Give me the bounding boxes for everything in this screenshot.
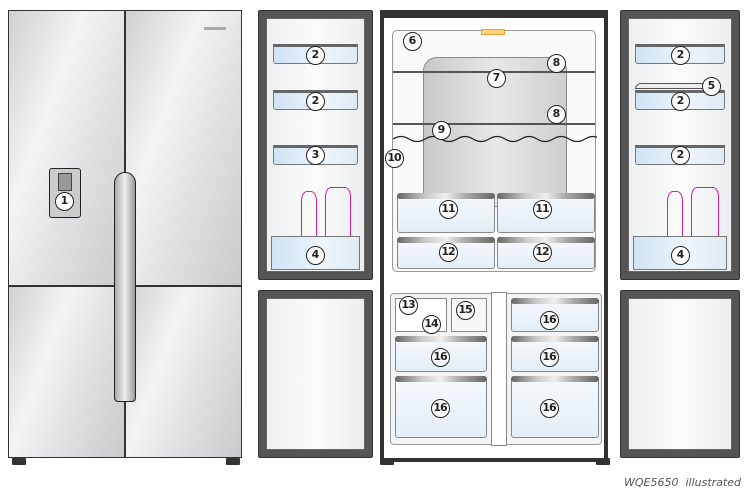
callout: 16: [539, 310, 559, 330]
callout: 16: [539, 398, 559, 418]
freezer-door-bottom-left: [8, 286, 125, 458]
fridge-door-top-left: [8, 10, 125, 286]
callout: 2: [670, 145, 690, 165]
callout: 14: [421, 314, 441, 334]
brand-logo: [204, 27, 226, 30]
freezer-compartment: [390, 292, 602, 446]
callout: 3: [305, 145, 325, 165]
fridge-front-view: [8, 10, 242, 458]
glass-shelf: [393, 123, 595, 125]
callout: 6: [402, 31, 422, 51]
freezer-door-bottom-right: [125, 286, 242, 458]
callout: 16: [430, 398, 450, 418]
callout: 16: [539, 347, 559, 367]
callout: 16: [430, 347, 450, 367]
callout: 13: [398, 295, 418, 315]
callout: 4: [670, 245, 690, 265]
callout: 2: [670, 45, 690, 65]
foot: [380, 458, 394, 465]
freezer-drawer[interactable]: [511, 298, 599, 332]
foot: [596, 458, 610, 465]
callout: 9: [431, 120, 451, 140]
foot: [12, 458, 26, 465]
foot: [226, 458, 240, 465]
callout: 2: [305, 45, 325, 65]
callout: 7: [486, 68, 506, 88]
door-handle[interactable]: [114, 172, 136, 402]
callout: 12: [438, 242, 458, 262]
fold-shelf-wave: [393, 135, 597, 143]
model-caption: WQE5650 illustrated: [624, 476, 741, 489]
right-freezer-door-open: [620, 290, 740, 458]
fridge-door-top-right: [125, 10, 242, 286]
callout: 8: [546, 53, 566, 73]
left-freezer-door-open: [258, 290, 373, 458]
callout: 12: [532, 242, 552, 262]
light: [481, 29, 505, 35]
callout: 2: [305, 91, 325, 111]
callout: 5: [701, 76, 721, 96]
callout: 11: [438, 199, 458, 219]
callout: 8: [546, 104, 566, 124]
callout: 4: [305, 245, 325, 265]
divider: [491, 292, 507, 446]
callout: 10: [384, 148, 404, 168]
callout: 2: [670, 91, 690, 111]
callout-water-dispenser: 1: [54, 191, 74, 211]
callout: 15: [455, 300, 475, 320]
callout: 11: [532, 199, 552, 219]
